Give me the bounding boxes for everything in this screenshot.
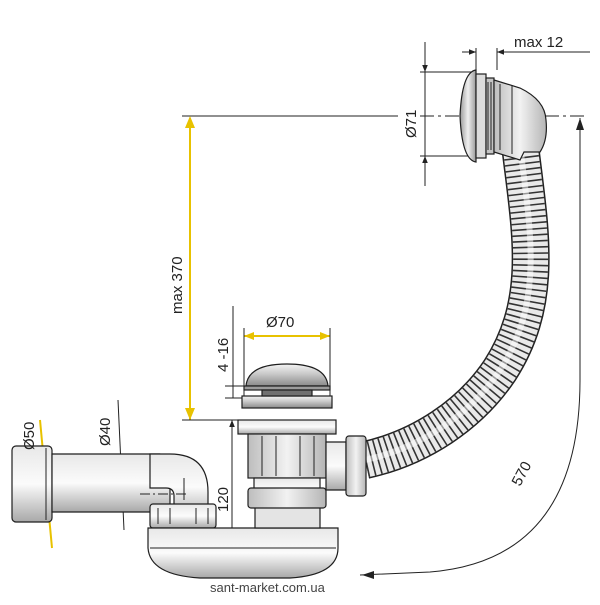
popup-plug bbox=[243, 363, 331, 397]
label-max-370: max 370 bbox=[169, 256, 186, 314]
label-d71: Ø71 bbox=[403, 110, 420, 138]
waste-body bbox=[237, 395, 367, 509]
watermark: sant-market.com.ua bbox=[210, 580, 326, 595]
label-max-12: max 12 bbox=[514, 34, 563, 51]
label-4-16: 4 -16 bbox=[215, 338, 232, 372]
corrugated-hose bbox=[360, 142, 550, 479]
outlet-pipe bbox=[11, 445, 217, 529]
label-d50: Ø50 bbox=[21, 422, 38, 450]
label-d70: Ø70 bbox=[266, 314, 294, 331]
label-d40: Ø40 bbox=[97, 418, 114, 446]
label-570: 570 bbox=[509, 459, 536, 489]
overflow-head bbox=[459, 69, 547, 163]
label-120: 120 bbox=[215, 487, 232, 512]
